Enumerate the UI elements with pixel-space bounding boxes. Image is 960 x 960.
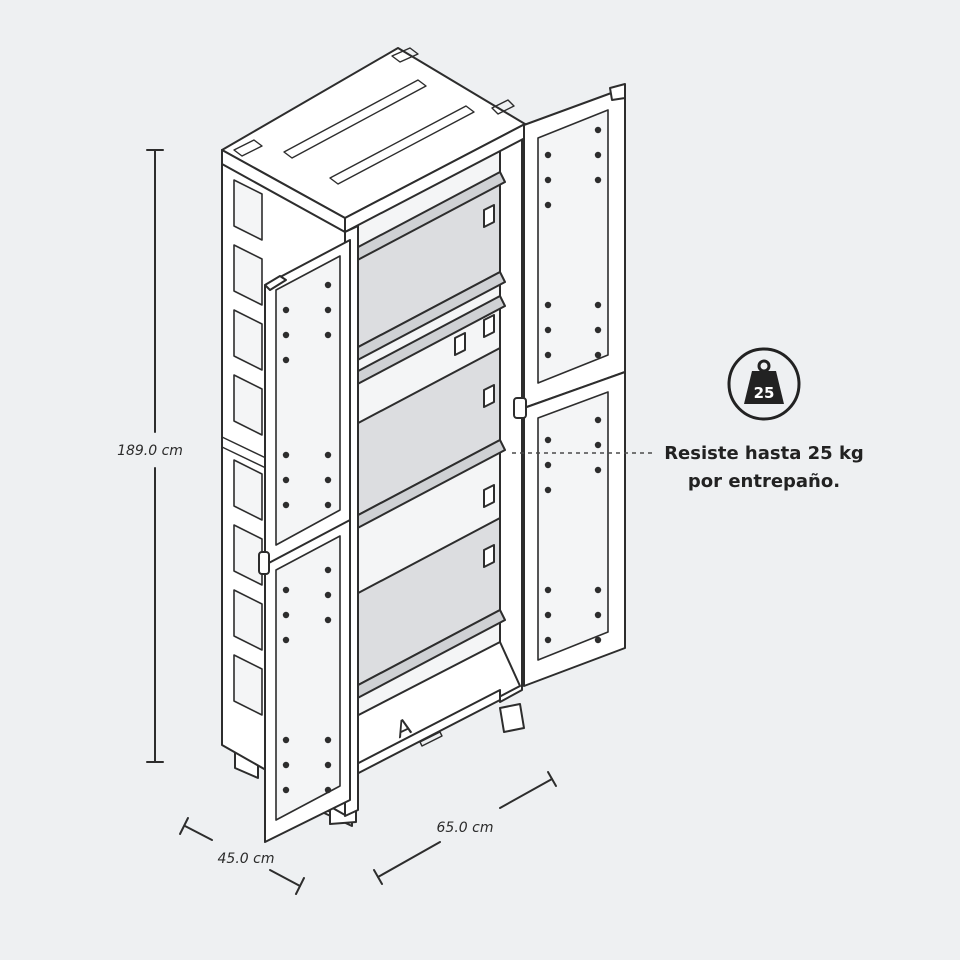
shelf-1 [344, 171, 506, 365]
depth-dimension: 45.0 cm [179, 817, 305, 895]
weight-value: 25 [754, 384, 775, 402]
width-label: 65.0 cm [437, 820, 494, 836]
load-text-line1: Resiste hasta 25 kg [664, 443, 864, 464]
left-door-lower [258, 519, 351, 843]
left-door-upper [264, 239, 351, 566]
depth-label: 45.0 cm [218, 851, 275, 867]
right-door-upper [523, 83, 626, 409]
height-label: 189.0 cm [117, 443, 183, 459]
right-door-handle [513, 397, 527, 419]
load-text-line2: por entrepaño. [688, 471, 840, 492]
weight-icon: 25 [727, 347, 801, 421]
shelf-clips [454, 204, 495, 568]
left-door-handle [258, 551, 270, 575]
load-callout: 25 Resiste hasta 25 kg por entrepaño. [512, 347, 864, 492]
cabinet: A [221, 47, 626, 843]
cabinet-top [221, 47, 526, 233]
height-dimension: 189.0 cm [117, 149, 183, 763]
right-door-lower [513, 371, 626, 687]
width-dimension: 65.0 cm [373, 771, 557, 885]
shelf-2 [344, 295, 506, 533]
